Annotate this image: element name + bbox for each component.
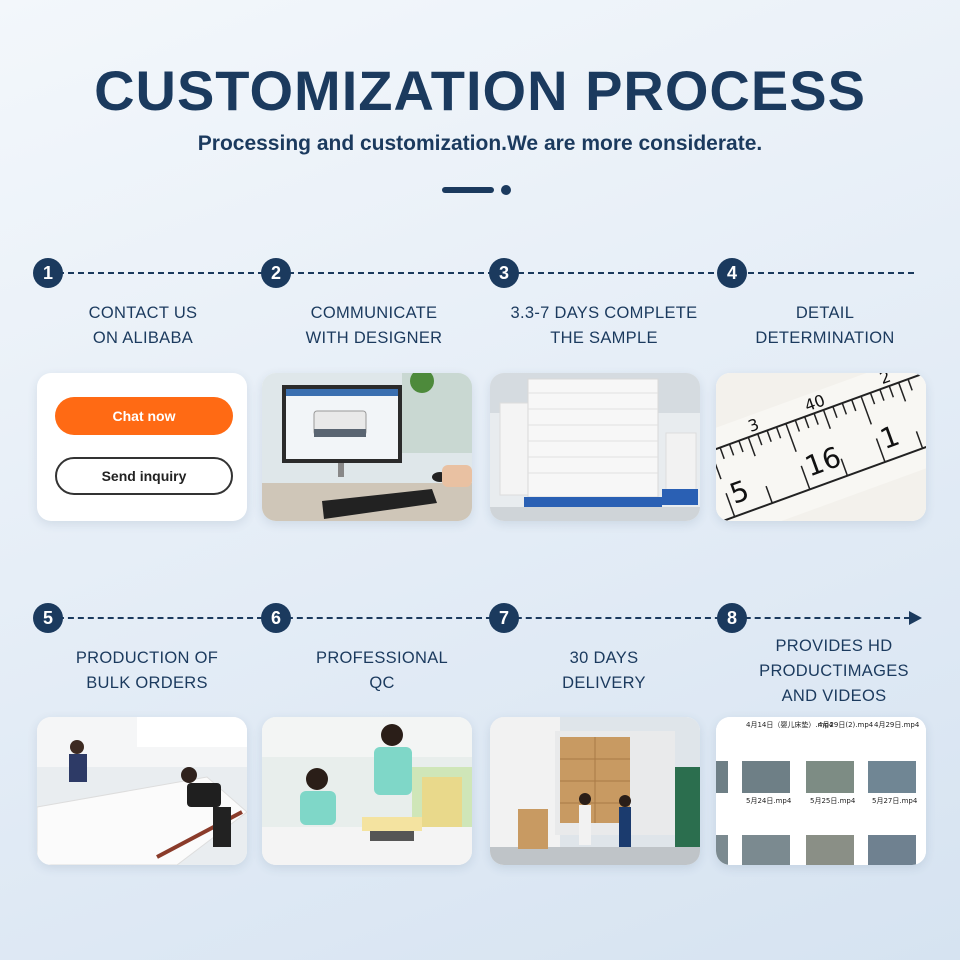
quality-control-photo (262, 717, 472, 865)
svg-text:5月27日.mp4: 5月27日.mp4 (872, 797, 918, 805)
timeline-row-2 (48, 617, 910, 619)
chat-now-button[interactable]: Chat now (55, 397, 233, 435)
delivery-truck-photo (490, 717, 700, 865)
designer-photo (262, 373, 472, 521)
sample-stack-photo (490, 373, 700, 521)
step-number-4: 4 (717, 258, 747, 288)
step-number-3: 3 (489, 258, 519, 288)
step-number-6: 6 (261, 603, 291, 633)
title-divider (442, 185, 522, 195)
step-number-2: 2 (261, 258, 291, 288)
step-number-5: 5 (33, 603, 63, 633)
svg-text:4月29日(2).mp4: 4月29日(2).mp4 (818, 721, 874, 729)
page-title: CUSTOMIZATION PROCESS (94, 59, 866, 122)
timeline-arrow-icon (909, 611, 922, 625)
svg-text:5月24日.mp4: 5月24日.mp4 (746, 797, 792, 805)
step-number-1: 1 (33, 258, 63, 288)
step-number-7: 7 (489, 603, 519, 633)
svg-text:5月25日.mp4: 5月25日.mp4 (810, 797, 856, 805)
measuring-tape-photo: 5 16 1 3 40 2 (716, 373, 926, 521)
timeline-row-1 (48, 272, 914, 274)
video-files-screenshot: 4月14日（婴儿床垫）.mp4 4月29日(2).mp4 4月29日.mp4 5… (716, 717, 926, 865)
page-subtitle: Processing and customization.We are more… (197, 132, 763, 155)
send-inquiry-button[interactable]: Send inquiry (55, 457, 233, 495)
svg-text:4月29日.mp4: 4月29日.mp4 (874, 721, 920, 729)
svg-text:4月14日（婴儿床垫）.mp4: 4月14日（婴儿床垫）.mp4 (746, 720, 834, 729)
step-number-8: 8 (717, 603, 747, 633)
bulk-production-photo (37, 717, 247, 865)
contact-card: Chat now Send inquiry (37, 373, 247, 521)
